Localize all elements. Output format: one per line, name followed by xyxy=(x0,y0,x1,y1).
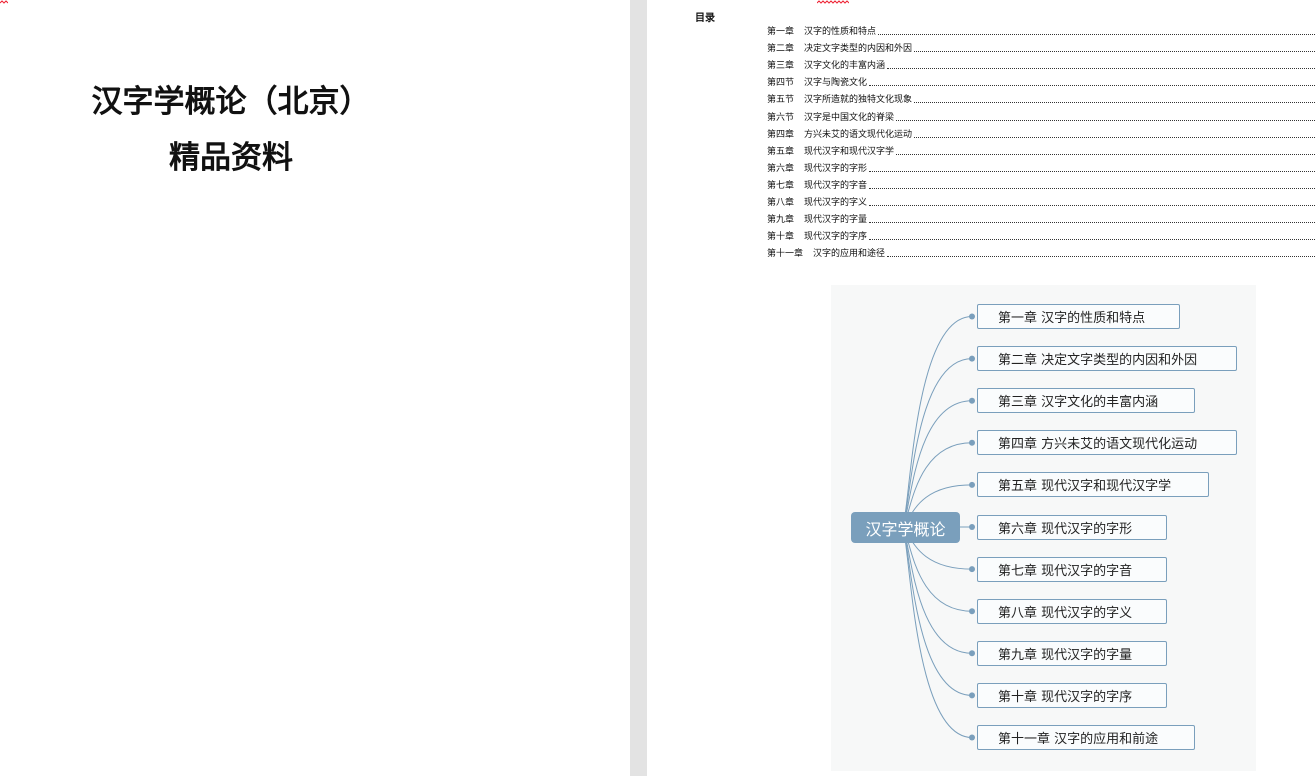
toc-entry-number: 第六章 xyxy=(767,163,795,174)
mind-map-connector-dot xyxy=(969,734,975,741)
mind-map-connector xyxy=(902,316,973,528)
mind-map-node[interactable]: 第四章 方兴未艾的语文现代化运动 xyxy=(977,430,1237,456)
mind-map-node[interactable]: 第二章 决定文字类型的内因和外因 xyxy=(977,346,1237,372)
mind-map-connector xyxy=(902,526,973,738)
toc-entry-number: 第六节 xyxy=(767,112,795,123)
mind-map-node[interactable]: 第六章 现代汉字的字形 xyxy=(977,514,1167,540)
mind-map-node[interactable]: 第三章 汉字文化的丰富内涵 xyxy=(977,388,1195,414)
mind-map-connector-dot xyxy=(969,524,975,530)
spellcheck-underline xyxy=(0,0,8,4)
table-of-contents: 第一章汉字的性质和特点第二章决定文字类型的内因和外因第三章汉字文化的丰富内涵第四… xyxy=(767,22,1316,261)
mind-map-node[interactable]: 第九章 现代汉字的字量 xyxy=(977,640,1167,666)
page-gap xyxy=(630,0,647,776)
mind-map-node[interactable]: 第十章 现代汉字的字序 xyxy=(977,682,1167,708)
toc-entry-number: 第四章 xyxy=(767,129,795,140)
mind-map: 汉字学概论 第一章 汉字的性质和特点第二章 决定文字类型的内因和外因第三章 汉字… xyxy=(831,285,1256,771)
toc-dot-leader xyxy=(878,26,1315,36)
toc-entry-title: 现代汉字的字义 xyxy=(804,197,868,208)
toc-entry-number: 第十一章 xyxy=(767,249,804,260)
toc-dot-leader xyxy=(914,94,1315,104)
toc-entry[interactable]: 第十章现代汉字的字序1 xyxy=(767,227,1316,244)
toc-entry-number: 第五节 xyxy=(767,95,795,106)
mind-map-connector-dot xyxy=(969,692,975,699)
toc-entry-number: 第十章 xyxy=(767,232,795,243)
mind-map-connector-dot xyxy=(969,481,975,488)
mind-map-connector-dot xyxy=(969,608,975,615)
toc-entry-title: 汉字所造就的独特文化现象 xyxy=(804,95,913,106)
toc-entry[interactable]: 第十一章汉字的应用和途径1 xyxy=(767,244,1316,261)
mind-map-connector-dot xyxy=(969,313,975,320)
toc-entry[interactable]: 第五节汉字所造就的独特文化现象 xyxy=(767,90,1316,107)
toc-entry-title: 现代汉字的字音 xyxy=(804,180,868,191)
toc-entry-title: 汉字是中国文化的脊梁 xyxy=(804,112,895,123)
toc-dot-leader xyxy=(896,112,1315,121)
toc-dot-leader xyxy=(869,180,1315,189)
toc-entry-title: 方兴未艾的语文现代化运动 xyxy=(804,129,913,140)
mind-map-connector-dot xyxy=(969,439,975,446)
toc-dot-leader xyxy=(887,60,1315,70)
mind-map-node[interactable]: 第八章 现代汉字的字义 xyxy=(977,598,1167,624)
toc-entry-title: 汉字的应用和途径 xyxy=(813,249,886,260)
toc-entry-number: 第九章 xyxy=(767,215,795,226)
toc-entry[interactable]: 第六章现代汉字的字形1 xyxy=(767,159,1316,176)
toc-entry-number: 第七章 xyxy=(767,180,795,191)
toc-entry[interactable]: 第四章方兴未艾的语文现代化运动 xyxy=(767,125,1316,142)
mind-map-connector xyxy=(902,526,973,696)
toc-dot-leader xyxy=(896,146,1315,155)
mind-map-connector-dot xyxy=(969,397,975,404)
toc-entry[interactable]: 第七章现代汉字的字音1 xyxy=(767,176,1316,193)
mind-map-connector-dot xyxy=(969,650,975,657)
toc-dot-leader xyxy=(914,129,1315,138)
toc-entry-number: 第一章 xyxy=(767,27,795,38)
toc-dot-leader xyxy=(869,214,1315,224)
toc-entry-title: 现代汉字的字量 xyxy=(804,215,868,226)
toc-entry-title: 决定文字类型的内因和外因 xyxy=(804,44,913,55)
mind-map-connector-dot xyxy=(969,355,975,362)
toc-dot-leader xyxy=(887,248,1315,258)
toc-dot-leader xyxy=(869,197,1315,206)
document-title: 汉字学概论（北京） xyxy=(91,84,371,120)
toc-entry[interactable]: 第三章汉字文化的丰富内涵 xyxy=(767,56,1316,73)
mind-map-node[interactable]: 第一章 汉字的性质和特点 xyxy=(977,304,1180,329)
document-page-right: 目录 第一章汉字的性质和特点第二章决定文字类型的内因和外因第三章汉字文化的丰富内… xyxy=(647,0,1316,776)
toc-entry-number: 第二章 xyxy=(767,44,795,55)
toc-entry[interactable]: 第九章现代汉字的字量1 xyxy=(767,210,1316,227)
toc-entry-title: 汉字与陶瓷文化 xyxy=(804,78,868,89)
toc-dot-leader xyxy=(869,231,1315,241)
toc-entry-title: 汉字的性质和特点 xyxy=(804,27,877,38)
toc-entry[interactable]: 第五章现代汉字和现代汉字学1 xyxy=(767,142,1316,159)
toc-dot-leader xyxy=(869,77,1315,87)
toc-entry-number: 第三章 xyxy=(767,61,795,72)
mind-map-node[interactable]: 第十一章 汉字的应用和前途 xyxy=(977,725,1195,750)
toc-entry-number: 第四节 xyxy=(767,78,795,89)
document-page-left: 汉字学概论（北京） 精品资料 xyxy=(0,0,630,776)
toc-entry[interactable]: 第一章汉字的性质和特点 xyxy=(767,22,1316,39)
toc-heading: 目录 xyxy=(695,13,715,24)
toc-entry-title: 汉字文化的丰富内涵 xyxy=(804,61,886,72)
toc-entry[interactable]: 第六节汉字是中国文化的脊梁 xyxy=(767,107,1316,124)
toc-entry-title: 现代汉字的字形 xyxy=(804,163,868,174)
toc-dot-leader xyxy=(869,163,1315,172)
toc-entry[interactable]: 第四节汉字与陶瓷文化 xyxy=(767,73,1316,90)
mind-map-connector xyxy=(902,358,973,528)
mind-map-node[interactable]: 第五章 现代汉字和现代汉字学 xyxy=(977,472,1209,498)
mind-map-connector-dot xyxy=(969,566,975,573)
mind-map-node[interactable]: 第七章 现代汉字的字音 xyxy=(977,556,1167,582)
toc-entry-number: 第五章 xyxy=(767,146,795,157)
toc-entry-title: 现代汉字和现代汉字学 xyxy=(804,146,895,157)
toc-dot-leader xyxy=(914,43,1315,53)
toc-entry-number: 第八章 xyxy=(767,197,795,208)
toc-entry[interactable]: 第二章决定文字类型的内因和外因 xyxy=(767,39,1316,56)
spellcheck-underline xyxy=(817,0,849,4)
document-subtitle: 精品资料 xyxy=(169,140,293,176)
toc-entry[interactable]: 第八章现代汉字的字义1 xyxy=(767,193,1316,210)
toc-entry-title: 现代汉字的字序 xyxy=(804,232,868,243)
mind-map-root[interactable]: 汉字学概论 xyxy=(851,512,960,543)
